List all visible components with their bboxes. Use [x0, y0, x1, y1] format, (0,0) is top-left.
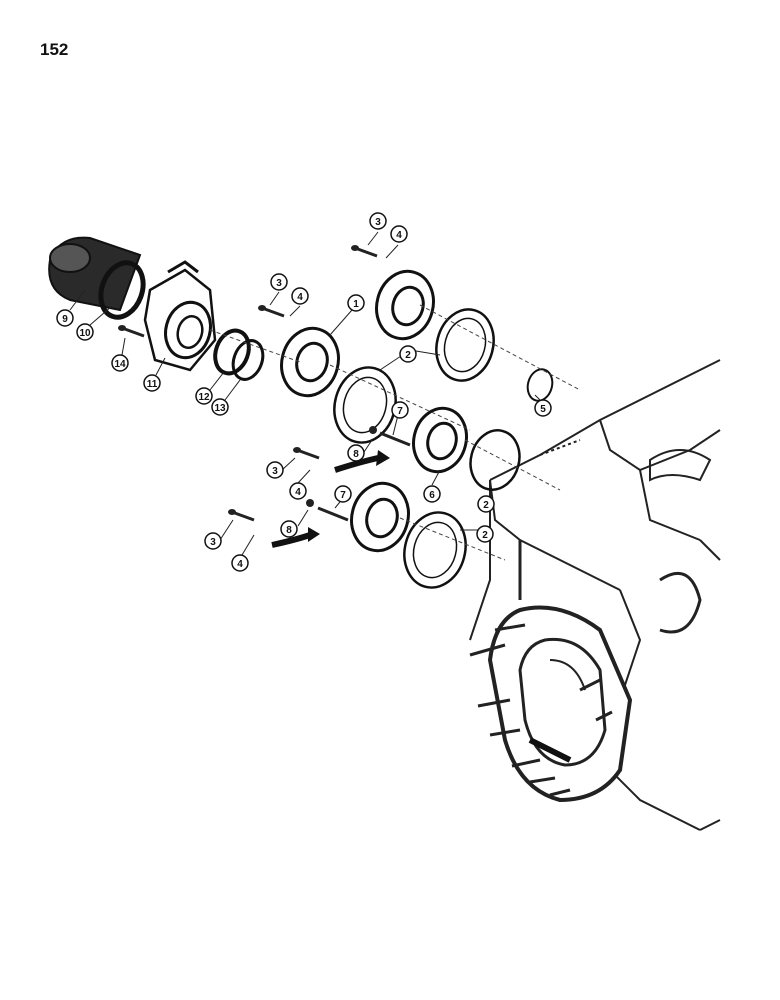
- callout-4-upper: 4: [291, 287, 309, 305]
- callout-13: 13: [211, 398, 229, 416]
- svg-text:14: 14: [114, 359, 126, 370]
- callout-10: 10: [76, 323, 94, 341]
- svg-text:8: 8: [353, 449, 359, 460]
- svg-text:5: 5: [540, 404, 546, 415]
- svg-text:4: 4: [295, 487, 301, 498]
- bearing-retainer-part-1-lower: [280, 326, 340, 398]
- callout-3-lower: 3: [204, 532, 222, 550]
- callout-3-top: 3: [369, 212, 387, 230]
- sleeve-part-9: [48, 236, 142, 312]
- bolt-part-14: [116, 323, 146, 338]
- alignment-lines: [209, 304, 581, 561]
- callout-leaders: [69, 231, 541, 556]
- bearing-housing-part-11: [143, 260, 217, 372]
- callout-11: 11: [143, 374, 161, 392]
- bolt-part-3-upper: [256, 303, 286, 318]
- assembly-arrow-upper: [334, 450, 390, 473]
- seal-ring-part-10: [98, 260, 146, 320]
- svg-text:7: 7: [340, 490, 346, 501]
- nut-part-8-lower: [306, 499, 314, 507]
- callout-7-lower: 7: [334, 485, 352, 503]
- svg-text:2: 2: [405, 350, 411, 361]
- bearing-retainer-part-1-upper: [375, 269, 435, 341]
- assembly-arrow-lower: [271, 527, 320, 548]
- svg-text:4: 4: [297, 292, 303, 303]
- callout-2-upper: 2: [399, 345, 417, 363]
- svg-text:7: 7: [397, 406, 403, 417]
- svg-text:9: 9: [62, 314, 68, 325]
- svg-text:2: 2: [483, 500, 489, 511]
- svg-text:3: 3: [375, 217, 381, 228]
- snap-ring-part-12: [213, 328, 251, 376]
- gasket-part-2-lower: [333, 366, 397, 444]
- callout-1: 1: [347, 294, 365, 312]
- svg-text:13: 13: [214, 403, 226, 414]
- dowel-pin-part-7-upper: [379, 431, 411, 447]
- bolt-part-3-top: [349, 243, 379, 258]
- transmission-housing: [469, 359, 721, 831]
- callout-8-upper: 8: [347, 444, 365, 462]
- callout-5: 5: [534, 399, 552, 417]
- svg-text:3: 3: [276, 278, 282, 289]
- svg-text:3: 3: [210, 537, 216, 548]
- svg-text:3: 3: [272, 466, 278, 477]
- callout-4-top: 4: [390, 225, 408, 243]
- nut-part-8-upper: [369, 426, 377, 434]
- svg-text:8: 8: [286, 525, 292, 536]
- callout-9: 9: [56, 309, 74, 327]
- svg-text:4: 4: [396, 230, 402, 241]
- callout-2-middle: 2: [477, 495, 495, 513]
- gasket-part-2-middle: [469, 429, 521, 491]
- callout-3-upper: 3: [270, 273, 288, 291]
- seal-part-13: [231, 339, 265, 381]
- housing-front-flange: [469, 605, 633, 803]
- retainer-part-6: [412, 406, 468, 474]
- callout-6: 6: [423, 485, 441, 503]
- svg-text:2: 2: [482, 530, 488, 541]
- callout-8-lower: 8: [280, 520, 298, 538]
- gasket-part-2-bottom: [403, 511, 467, 589]
- gasket-part-2-upper: [435, 308, 495, 382]
- callout-2-lower: 2: [476, 525, 494, 543]
- svg-text:6: 6: [429, 490, 435, 501]
- callout-4-lower: 4: [231, 554, 249, 572]
- bolt-part-3-lower: [226, 507, 256, 522]
- retainer-lower: [350, 481, 410, 553]
- svg-text:4: 4: [237, 559, 243, 570]
- callout-14: 14: [111, 354, 129, 372]
- callout-12: 12: [195, 387, 213, 405]
- bolt-part-3-middle: [291, 445, 321, 460]
- dowel-pin-part-7-lower: [317, 506, 349, 522]
- page-number: 152: [40, 40, 69, 59]
- o-ring-part-5: [526, 368, 554, 402]
- svg-text:12: 12: [198, 392, 210, 403]
- svg-text:10: 10: [79, 328, 91, 339]
- callout-7-upper: 7: [391, 401, 409, 419]
- callout-4-middle: 4: [289, 482, 307, 500]
- svg-text:1: 1: [353, 299, 359, 310]
- svg-text:11: 11: [147, 379, 158, 390]
- callout-3-middle: 3: [266, 461, 284, 479]
